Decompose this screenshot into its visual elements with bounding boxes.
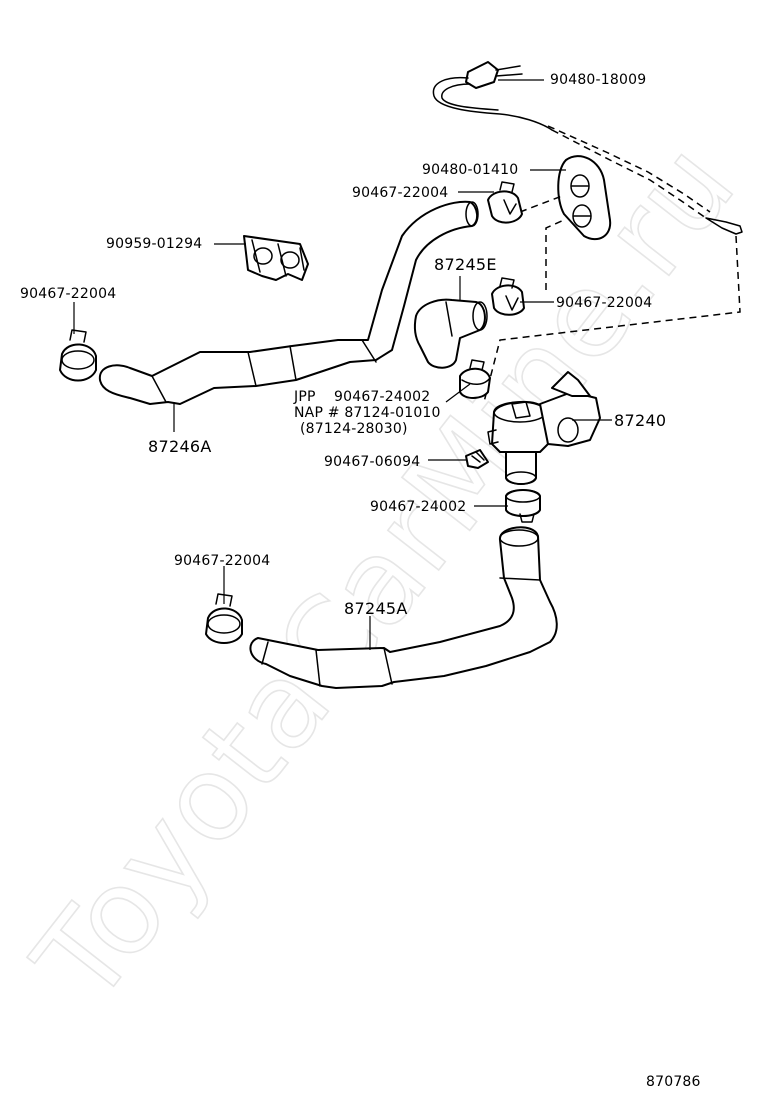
label-screw: 90467-06094: [324, 454, 420, 470]
watermark: ToyotaCarMine.ru: [8, 117, 760, 1028]
label-hose-87245A: 87245A: [344, 599, 408, 618]
label-hose-87246A: 87246A: [148, 437, 212, 456]
label-clamp-lower-left: 90467-22004: [174, 553, 270, 569]
label-clamp-right: 90467-22004: [556, 295, 652, 311]
clamp-valve-lower[interactable]: [505, 489, 541, 523]
label-valve-alt: (87124-28030): [300, 421, 408, 437]
label-cable: 90480-18009: [550, 72, 646, 88]
water-valve-87240[interactable]: [487, 371, 601, 485]
diagram-number: 870786: [646, 1074, 701, 1090]
label-grommet: 90480-01410: [422, 162, 518, 178]
leader-lines: [73, 79, 612, 650]
clamp-right[interactable]: [491, 277, 525, 316]
control-cable[interactable]: [432, 61, 743, 403]
label-valve-nap: NAP # 87124-01010: [294, 405, 441, 421]
label-clamp-lower-valve: 90467-24002: [370, 499, 466, 515]
clamp-grommet[interactable]: [487, 181, 523, 224]
label-clamp-grommet: 90467-22004: [352, 185, 448, 201]
grommet-dashed-guide-1: [519, 195, 563, 213]
clamp-valve-upper[interactable]: [459, 359, 491, 399]
clamp-left[interactable]: [59, 329, 97, 382]
grommet[interactable]: [557, 155, 612, 241]
label-clip: 90959-01294: [106, 236, 202, 252]
hose-87245A[interactable]: [249, 526, 558, 689]
clamp-lower-left[interactable]: [205, 593, 243, 644]
label-valve-clamp-prefix: JPP: [293, 389, 316, 405]
label-valve-clamp-part: 90467-24002: [334, 389, 430, 405]
screw-90467-06094[interactable]: [465, 449, 489, 469]
clip-90959-01294[interactable]: [243, 235, 309, 281]
label-water-valve: 87240: [614, 411, 666, 430]
hose-87246A[interactable]: [98, 200, 479, 405]
label-clamp-left: 90467-22004: [20, 286, 116, 302]
label-hose-87245E: 87245E: [434, 255, 497, 274]
grommet-dashed-guide-2: [545, 219, 565, 290]
hose-87245E[interactable]: [413, 298, 488, 369]
